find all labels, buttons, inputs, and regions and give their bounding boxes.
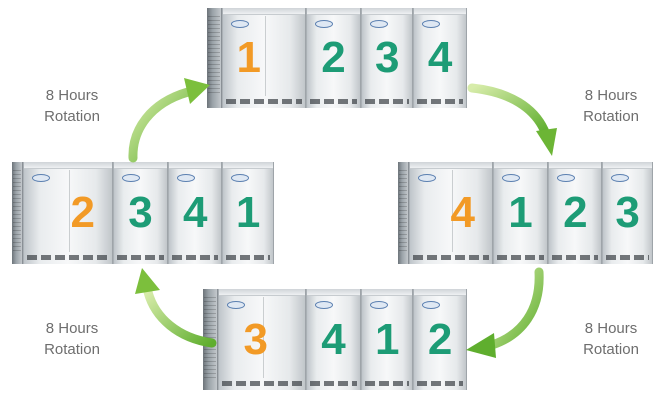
unit-left-3: 4 xyxy=(168,162,222,264)
unit-number: 4 xyxy=(307,315,361,365)
unit-group-left: 2 3 4 1 xyxy=(12,162,274,264)
label-bottom-left-line2: Rotation xyxy=(22,339,122,360)
unit-number: 2 xyxy=(54,188,112,238)
label-top-left-line2: Rotation xyxy=(22,106,122,127)
unit-top-4: 4 xyxy=(413,8,467,108)
unit-right-1: 4 xyxy=(409,162,493,264)
unit-side-panel xyxy=(398,162,409,264)
brand-logo-icon xyxy=(231,20,249,28)
unit-number: 2 xyxy=(307,33,361,83)
unit-number: 1 xyxy=(223,33,275,83)
unit-group-bottom: 3 4 1 2 xyxy=(203,289,467,390)
unit-number: 1 xyxy=(494,188,548,238)
unit-number: 3 xyxy=(219,315,293,365)
brand-logo-icon xyxy=(422,301,440,309)
unit-number: 2 xyxy=(549,188,601,238)
unit-side-panel xyxy=(203,289,218,390)
label-top-right-line2: Rotation xyxy=(561,106,653,127)
brand-logo-icon xyxy=(315,20,333,28)
label-top-left-line1: 8 Hours xyxy=(22,85,122,106)
label-top-right: 8 Hours Rotation xyxy=(561,85,653,127)
unit-group-top: 1 2 3 4 xyxy=(207,8,467,108)
unit-left-4: 1 xyxy=(222,162,274,264)
unit-number: 1 xyxy=(223,188,273,238)
label-bottom-right-line2: Rotation xyxy=(561,339,653,360)
unit-right-3: 2 xyxy=(548,162,602,264)
label-bottom-right: 8 Hours Rotation xyxy=(561,318,653,360)
brand-logo-icon xyxy=(231,174,249,182)
brand-logo-icon xyxy=(502,174,520,182)
unit-number: 1 xyxy=(362,315,412,365)
brand-logo-icon xyxy=(227,301,245,309)
brand-logo-icon xyxy=(422,20,440,28)
unit-left-2: 3 xyxy=(113,162,169,264)
arrow-right-to-bottom-icon xyxy=(466,272,539,358)
unit-side-panel xyxy=(207,8,222,108)
unit-bottom-3: 1 xyxy=(361,289,413,390)
arrow-bottom-to-left-icon xyxy=(135,268,212,343)
arrow-top-to-right-icon xyxy=(472,88,557,156)
unit-top-1: 1 xyxy=(222,8,306,108)
unit-number: 3 xyxy=(603,188,652,238)
label-top-right-line1: 8 Hours xyxy=(561,85,653,106)
unit-number: 4 xyxy=(169,188,221,238)
label-bottom-right-line1: 8 Hours xyxy=(561,318,653,339)
unit-bottom-4: 2 xyxy=(413,289,467,390)
unit-number: 4 xyxy=(414,33,466,83)
unit-number: 3 xyxy=(362,33,412,83)
brand-logo-icon xyxy=(370,20,388,28)
unit-bottom-2: 4 xyxy=(306,289,362,390)
label-top-left: 8 Hours Rotation xyxy=(22,85,122,127)
label-bottom-left-line1: 8 Hours xyxy=(22,318,122,339)
brand-logo-icon xyxy=(557,174,575,182)
brand-logo-icon xyxy=(177,174,195,182)
brand-logo-icon xyxy=(32,174,50,182)
brand-logo-icon xyxy=(122,174,140,182)
brand-logo-icon xyxy=(315,301,333,309)
unit-bottom-1: 3 xyxy=(218,289,306,390)
arrow-left-to-top-icon xyxy=(133,78,210,158)
unit-side-panel xyxy=(12,162,23,264)
unit-number: 4 xyxy=(434,188,492,238)
label-bottom-left: 8 Hours Rotation xyxy=(22,318,122,360)
unit-number: 3 xyxy=(114,188,168,238)
unit-top-2: 2 xyxy=(306,8,362,108)
unit-right-2: 1 xyxy=(493,162,549,264)
brand-logo-icon xyxy=(370,301,388,309)
brand-logo-icon xyxy=(611,174,629,182)
unit-right-4: 3 xyxy=(602,162,653,264)
unit-group-right: 4 1 2 3 xyxy=(398,162,653,264)
unit-left-1: 2 xyxy=(23,162,113,264)
unit-top-3: 3 xyxy=(361,8,413,108)
brand-logo-icon xyxy=(418,174,436,182)
unit-number: 2 xyxy=(414,315,466,365)
